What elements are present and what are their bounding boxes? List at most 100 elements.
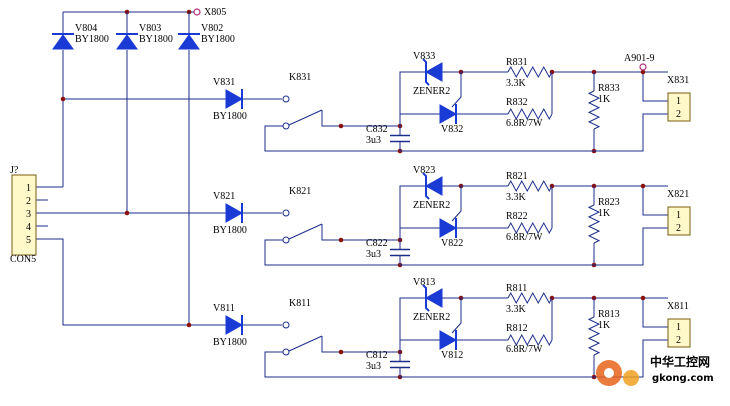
diode-triangle	[116, 34, 138, 50]
resistor-series	[507, 179, 553, 193]
diode-triangle	[225, 315, 244, 335]
switch-ref: K831	[289, 72, 311, 83]
thyristor-ref: V832	[441, 124, 463, 135]
bank-diode-ref: V803	[139, 23, 161, 34]
r-power-value: 6.8R/7W	[506, 344, 543, 355]
switch-arm	[288, 109, 323, 126]
output-pin: 1	[676, 96, 681, 107]
thyristor	[439, 72, 462, 124]
capacitor-ref: C832	[366, 124, 388, 135]
feed-diode	[225, 315, 244, 335]
return-wire	[400, 113, 668, 152]
testpoint-x805: X805	[204, 7, 226, 18]
feed-diode-part: BY1800	[213, 225, 247, 236]
junction-dot	[640, 69, 646, 75]
r-series-ref: R821	[506, 171, 528, 182]
switch-return	[264, 351, 400, 378]
diode-triangle	[225, 89, 244, 109]
zener-triangle	[424, 288, 443, 308]
switch-out	[321, 224, 400, 241]
diode-triangle	[225, 203, 244, 223]
connector-j-pin: 3	[26, 209, 31, 220]
feed-diode-ref: V831	[213, 77, 235, 88]
testpoint-marker	[193, 8, 201, 16]
connector-j-pin: 1	[26, 183, 31, 194]
thyristor	[439, 298, 462, 350]
pin5-to-bank	[36, 238, 189, 326]
thyristor-ref: V822	[441, 238, 463, 249]
watermark-url: gkong.com	[652, 373, 714, 384]
scr-triangle	[439, 104, 458, 124]
capacitor	[390, 240, 410, 265]
connector-j-body	[11, 174, 37, 256]
feed-diode	[225, 89, 244, 109]
labels-layer: J?CON512345X805V804BY1800V803BY1800V802B…	[10, 7, 689, 372]
return-wire	[400, 339, 668, 378]
output-connector-body	[667, 318, 691, 348]
zener-wire	[399, 71, 426, 126]
r-power-ref: R812	[506, 323, 528, 334]
junction-dot	[60, 96, 66, 102]
zener-part: ZENER2	[413, 200, 450, 211]
zener-triangle	[424, 176, 443, 196]
switch-out	[321, 110, 400, 127]
resistor-series	[507, 291, 553, 305]
out-wire	[642, 72, 668, 102]
switch-arm	[288, 335, 323, 352]
capacitor	[390, 352, 410, 377]
r-power-value: 6.8R/7W	[506, 118, 543, 129]
zener-bar	[422, 284, 430, 312]
switch-ref: K821	[289, 186, 311, 197]
connector-j-part: CON5	[10, 254, 36, 265]
zener-ref: V833	[413, 51, 435, 62]
capacitor-value: 3u3	[366, 361, 381, 372]
switch-contact	[282, 236, 290, 244]
switch-out	[321, 336, 400, 353]
zener-bar	[422, 58, 430, 86]
output-pin: 1	[676, 210, 681, 221]
output-connector-ref: X821	[667, 189, 689, 200]
zener-triangle	[424, 62, 443, 82]
capacitor-ref: C822	[366, 238, 388, 249]
r-shunt-value: 1K	[598, 208, 611, 219]
scr-gate-lead	[451, 72, 462, 108]
connector-j-pin: 4	[26, 222, 31, 233]
components-layer	[11, 8, 691, 377]
r-power-value: 6.8R/7W	[506, 232, 543, 243]
bank-diode-ref: V804	[75, 23, 97, 34]
feed-diode	[225, 203, 244, 223]
r-shunt-value: 1K	[598, 320, 611, 331]
bank-diode-part: BY1800	[75, 34, 109, 45]
output-pin: 2	[676, 223, 681, 234]
capacitor-value: 3u3	[366, 135, 381, 146]
output-pin: 1	[676, 322, 681, 333]
out-wire	[642, 298, 668, 328]
output-connector-ref: X811	[667, 301, 689, 312]
r-shunt-value: 1K	[598, 94, 611, 105]
r-series-value: 3.3K	[506, 192, 527, 203]
junction-dot	[338, 349, 344, 355]
out-wire	[642, 186, 668, 216]
connector-j-pin: 5	[26, 235, 31, 246]
resistor-power	[507, 221, 553, 235]
feed-diode-ref: V821	[213, 191, 235, 202]
output-pin: 2	[676, 335, 681, 346]
scr-gate-lead	[451, 298, 462, 334]
zener	[422, 284, 443, 312]
switch-return	[264, 125, 400, 152]
resistor-shunt	[587, 316, 601, 356]
scr-gate-lead	[451, 186, 462, 222]
thyristor	[439, 186, 462, 238]
junction-dot	[338, 123, 344, 129]
resistor-series	[507, 65, 553, 79]
zener-part: ZENER2	[413, 312, 450, 323]
bank-diode-2	[178, 33, 200, 50]
output-connector-body	[667, 206, 691, 236]
connector-j-pin: 2	[26, 196, 31, 207]
junction-dot	[124, 210, 130, 216]
diode-triangle	[178, 34, 200, 50]
output-pin: 2	[676, 109, 681, 120]
